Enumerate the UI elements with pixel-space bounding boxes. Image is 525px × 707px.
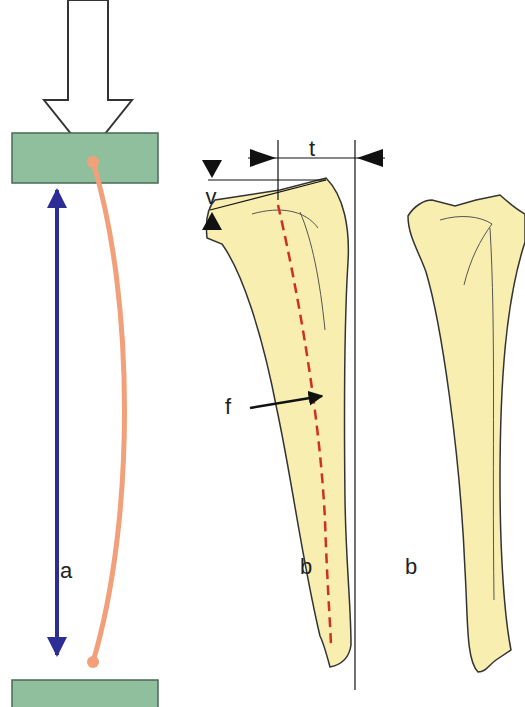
buckled-column (93, 162, 125, 662)
hinge (87, 656, 99, 668)
angle-line (208, 179, 326, 180)
bone-axis (278, 205, 331, 645)
dimension-arrowhead (357, 149, 383, 167)
part-label: v (206, 186, 217, 208)
length-arrow (55, 190, 59, 655)
angle-line (210, 180, 326, 210)
hinge (87, 156, 99, 168)
part-label: b (405, 556, 417, 578)
part-label: t (309, 138, 315, 160)
bone-side-view (206, 178, 351, 667)
bone-detail (440, 217, 494, 600)
top-plate (12, 133, 158, 183)
part-label: b (300, 556, 312, 578)
dimension-arrowhead (250, 149, 276, 167)
angle-arrowhead (202, 212, 222, 230)
part-label: a (60, 560, 72, 582)
bone-front-view (408, 195, 525, 672)
part-label: f (225, 396, 231, 418)
dimension-extension (277, 140, 278, 200)
pointer-arrow (250, 396, 322, 408)
bottom-plate (12, 680, 158, 707)
bone-detail (252, 210, 325, 330)
angle-arrowhead (202, 160, 222, 178)
vertical-reference (354, 140, 355, 690)
load-arrow (44, 0, 132, 155)
